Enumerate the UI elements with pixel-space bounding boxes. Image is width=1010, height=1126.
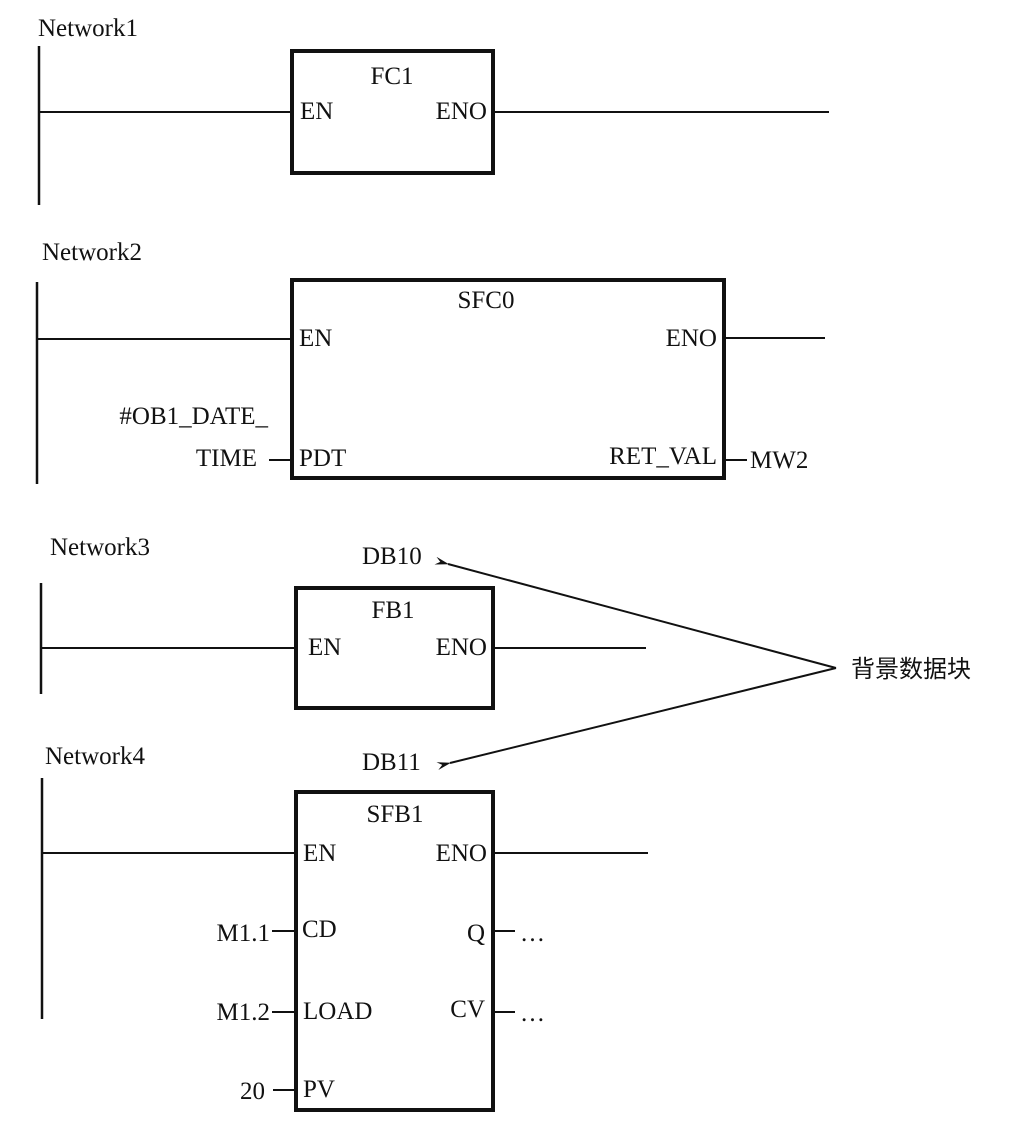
- function-block-box[interactable]: [294, 790, 495, 1112]
- pin-q: Q: [467, 920, 485, 947]
- input-operand-cd: M1.1: [217, 920, 270, 947]
- instance-db-label: DB10: [362, 543, 422, 570]
- arrow-to-db11: [436, 667, 837, 770]
- network-1: Network1 FC1 EN ENO: [37, 15, 829, 205]
- pin-eno: ENO: [436, 634, 487, 661]
- pin-en: EN: [308, 634, 341, 661]
- pin-en: EN: [299, 325, 332, 352]
- function-block-box[interactable]: [290, 278, 726, 480]
- pin-pv: PV: [303, 1076, 335, 1103]
- network-title: Network3: [50, 534, 150, 561]
- output-operand-q: …: [520, 920, 545, 947]
- pin-eno: ENO: [436, 840, 487, 867]
- network-title: Network2: [42, 239, 142, 266]
- output-operand: MW2: [750, 447, 808, 474]
- annotation-label: 背景数据块: [851, 655, 971, 683]
- pin-cd: CD: [302, 916, 337, 943]
- pin-eno: ENO: [666, 325, 717, 352]
- arrow-to-db10: [434, 556, 837, 669]
- pin-eno: ENO: [436, 98, 487, 125]
- pin-en: EN: [303, 840, 336, 867]
- input-operand-line1: #OB1_DATE_: [119, 403, 268, 430]
- network-3: Network3 DB10 FB1 EN ENO: [39, 534, 646, 710]
- pin-en: EN: [300, 98, 333, 125]
- block-name: FC1: [370, 63, 413, 90]
- network-title: Network1: [38, 15, 138, 42]
- instance-db-annotation: 背景数据块: [434, 556, 971, 770]
- block-name: SFB1: [367, 801, 424, 828]
- input-operand-load: M1.2: [217, 999, 270, 1026]
- network-4: Network4 DB11 SFB1 EN ENO M1.1 CD M1.2 L…: [40, 743, 648, 1112]
- output-operand-cv: …: [520, 1000, 545, 1027]
- function-block-box[interactable]: [294, 586, 495, 710]
- network-2: Network2 SFC0 EN ENO #OB1_DATE_ TIME PDT…: [35, 239, 825, 484]
- pin-load: LOAD: [303, 998, 372, 1025]
- function-block-box[interactable]: [290, 49, 495, 175]
- network-title: Network4: [45, 743, 145, 770]
- block-name: FB1: [371, 597, 414, 624]
- input-operand-line2: TIME: [196, 445, 257, 472]
- block-name: SFC0: [458, 287, 515, 314]
- input-operand-pv: 20: [240, 1078, 265, 1105]
- pin-ret-val: RET_VAL: [609, 443, 717, 470]
- instance-db-label: DB11: [362, 749, 421, 776]
- pin-pdt: PDT: [299, 445, 346, 472]
- pin-cv: CV: [450, 996, 485, 1023]
